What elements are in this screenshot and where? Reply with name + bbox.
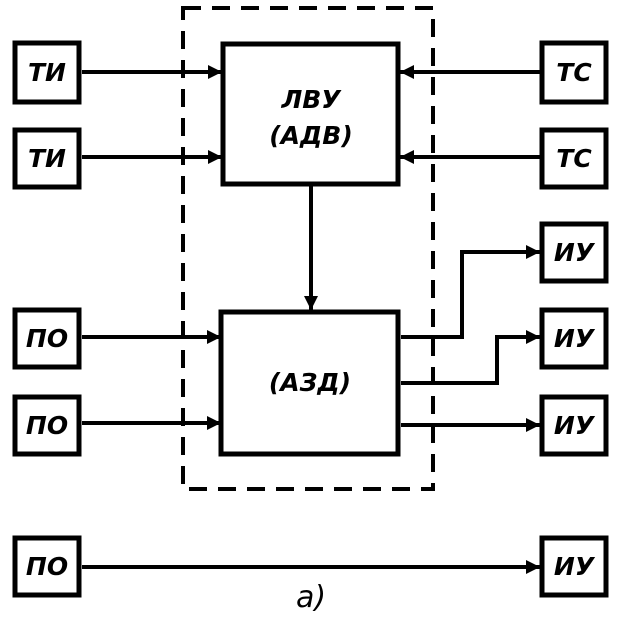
po-box-3 [12, 535, 82, 598]
iu-box-3 [539, 394, 609, 457]
ti-box-2 [12, 127, 82, 190]
adv-label: (АДВ) [269, 121, 353, 150]
azd-label: (АЗД) [269, 368, 351, 397]
connections [82, 65, 540, 574]
po-box-2 [12, 394, 82, 457]
iu-label-3: ИУ [554, 411, 596, 440]
iu-label-4: ИУ [554, 552, 596, 581]
azd-block [218, 309, 401, 457]
lvu-label: ЛВУ [280, 85, 342, 114]
po-label-2: ПО [26, 411, 68, 440]
arrow-azd-to-iu1 [401, 245, 540, 339]
iu-box-1 [539, 221, 609, 284]
iu-box-2 [539, 307, 609, 370]
iu-label-2: ИУ [554, 324, 596, 353]
po-label-1: ПО [26, 324, 68, 353]
ts-label-1: ТС [556, 58, 592, 87]
lvu-block [220, 41, 401, 187]
ti-box-1 [12, 40, 82, 105]
iu-box-4 [539, 535, 609, 598]
iu-label-1: ИУ [554, 238, 596, 267]
ts-box-2 [539, 127, 609, 190]
ts-box-1 [539, 40, 609, 105]
ts-label-2: ТС [556, 144, 592, 173]
ti-label-1: ТИ [28, 58, 66, 87]
dashed-boundary [181, 6, 435, 491]
po-box-1 [12, 307, 82, 370]
figure-caption: а) [296, 580, 326, 615]
po-label-3: ПО [26, 552, 68, 581]
ti-label-2: ТИ [28, 144, 66, 173]
arrow-azd-to-iu2 [401, 330, 540, 385]
